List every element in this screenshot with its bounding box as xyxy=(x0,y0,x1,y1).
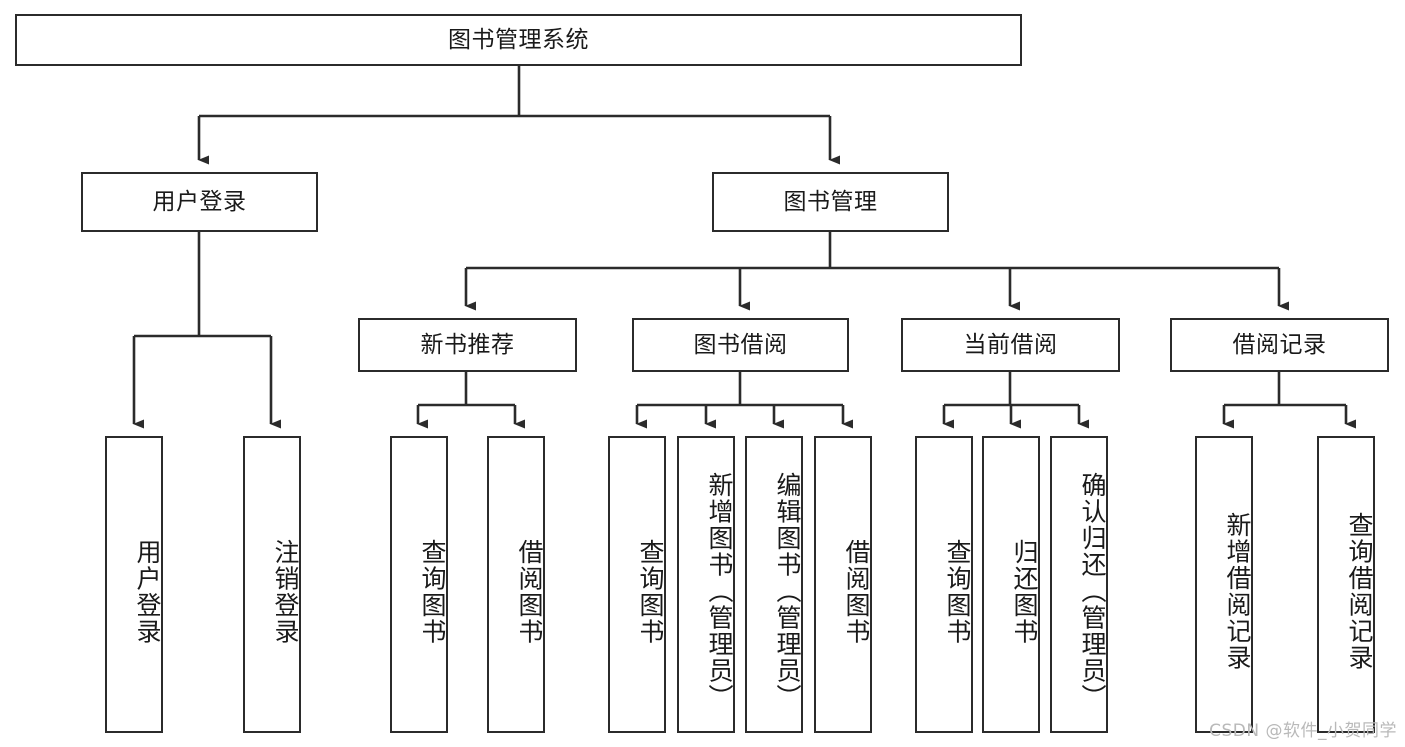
leaf-recommend-borrow-book[interactable]: 借阅图书 xyxy=(487,436,545,733)
leaf-current-confirm-return-admin[interactable]: 确认归还（管理员） xyxy=(1050,436,1108,733)
leaf-recommend-query-book[interactable]: 查询图书 xyxy=(390,436,448,733)
node-current-borrow[interactable]: 当前借阅 xyxy=(901,318,1120,372)
leaf-user-login-logout[interactable]: 注销登录 xyxy=(243,436,301,733)
leaf-borrow-edit-book-admin[interactable]: 编辑图书（管理员） xyxy=(745,436,803,733)
leaf-record-add-record[interactable]: 新增借阅记录 xyxy=(1195,436,1253,733)
leaf-current-return-book[interactable]: 归还图书 xyxy=(982,436,1040,733)
node-user-login[interactable]: 用户登录 xyxy=(81,172,318,232)
leaf-borrow-add-book-admin[interactable]: 新增图书（管理员） xyxy=(677,436,735,733)
node-book-borrow[interactable]: 图书借阅 xyxy=(632,318,849,372)
leaf-borrow-borrow-book[interactable]: 借阅图书 xyxy=(814,436,872,733)
csdn-watermark: CSDN @软件_小贺同学 xyxy=(1209,721,1397,741)
node-borrow-record[interactable]: 借阅记录 xyxy=(1170,318,1389,372)
leaf-user-login-login[interactable]: 用户登录 xyxy=(105,436,163,733)
node-book-management[interactable]: 图书管理 xyxy=(712,172,949,232)
node-root-system[interactable]: 图书管理系统 xyxy=(15,14,1022,66)
leaf-borrow-query-book[interactable]: 查询图书 xyxy=(608,436,666,733)
node-new-book-recommend[interactable]: 新书推荐 xyxy=(358,318,577,372)
leaf-current-query-book[interactable]: 查询图书 xyxy=(915,436,973,733)
leaf-record-query-record[interactable]: 查询借阅记录 xyxy=(1317,436,1375,733)
